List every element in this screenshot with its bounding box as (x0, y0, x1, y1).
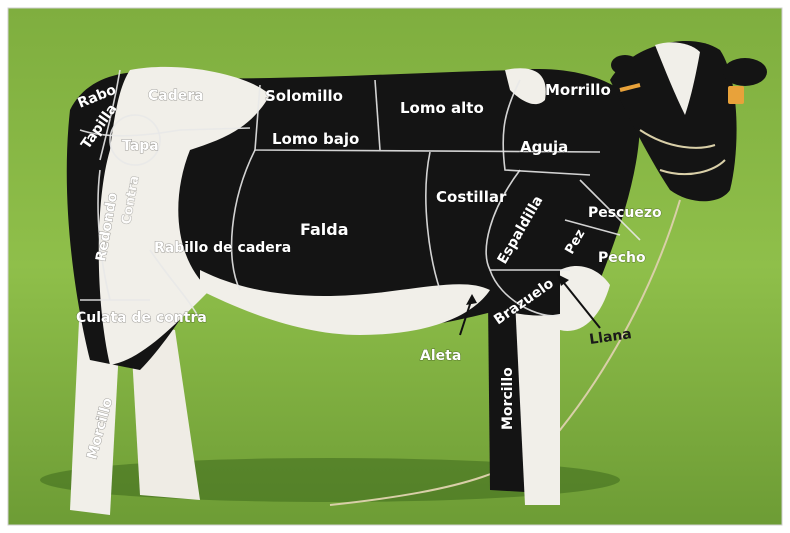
label-pescuezo: Pescuezo (588, 205, 662, 221)
label-falda: Falda (300, 220, 349, 239)
label-rabillo: Rabillo de cadera (154, 240, 291, 256)
label-lomo-bajo: Lomo bajo (272, 130, 359, 148)
label-cadera: Cadera (148, 88, 204, 104)
label-aleta: Aleta (420, 348, 461, 364)
label-lomo-alto: Lomo alto (400, 99, 484, 117)
label-costillar: Costillar (436, 188, 507, 206)
label-pecho: Pecho (598, 250, 646, 266)
ear-tag (728, 86, 744, 104)
label-aguja: Aguja (520, 138, 568, 156)
label-tapa: Tapa (122, 138, 159, 154)
label-solomillo: Solomillo (265, 87, 343, 105)
label-morrillo-top: Morrillo (545, 81, 611, 99)
label-culata: Culata de contra (76, 310, 207, 326)
label-morcillo-front: Morcillo (500, 367, 516, 430)
